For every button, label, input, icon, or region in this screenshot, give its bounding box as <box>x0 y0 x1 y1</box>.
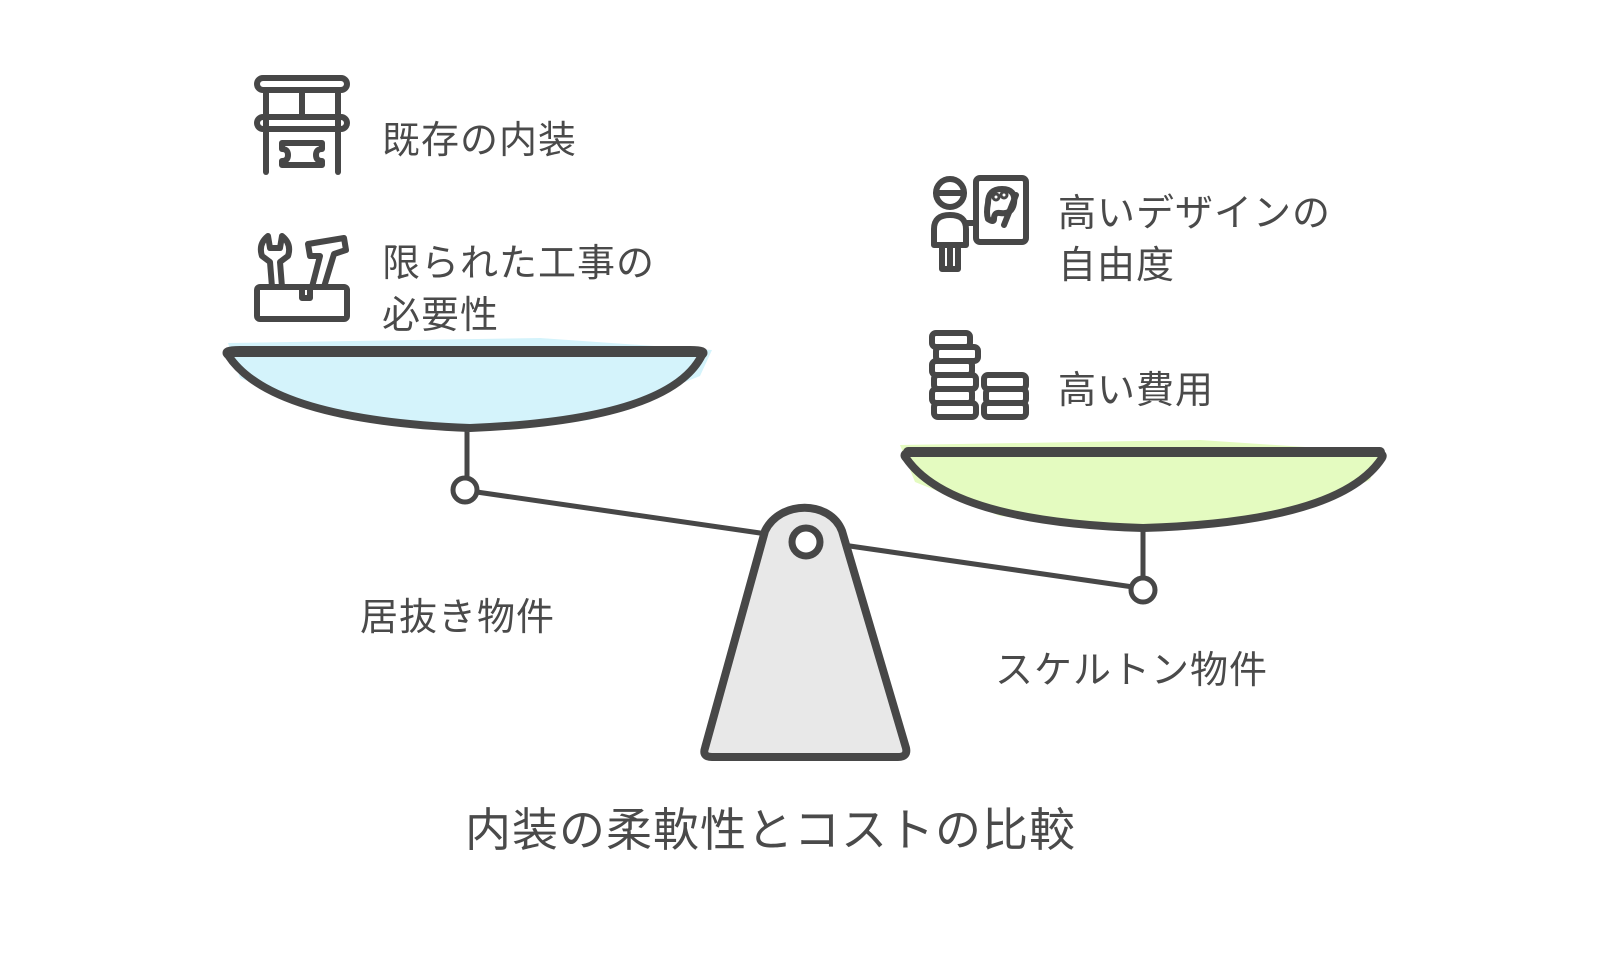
left-pan-joint <box>450 475 480 505</box>
fulcrum <box>700 503 911 761</box>
building-icon <box>254 75 350 175</box>
right-pan-fill <box>900 440 1380 528</box>
left-pan-label: 居抜き物件 <box>360 595 556 639</box>
right-pan-joint <box>1128 575 1158 605</box>
left-pan-fill <box>228 338 712 432</box>
diagram-title: 内装の柔軟性とコストの比較 <box>465 803 1076 857</box>
left-item-existing-interior: 既存の内装 <box>382 118 578 162</box>
designer-easel-icon <box>930 175 1030 275</box>
left-item-limited-work-line2: 必要性 <box>382 293 500 337</box>
coin-stack-icon <box>928 330 1032 424</box>
fulcrum-pivot <box>788 524 824 560</box>
right-item-design-freedom-line2: 自由度 <box>1058 243 1176 287</box>
left-item-limited-work-line1: 限られた工事の <box>382 241 656 285</box>
right-pan-label: スケルトン物件 <box>995 648 1269 692</box>
right-item-high-cost: 高い費用 <box>1058 368 1215 412</box>
right-item-design-freedom-line1: 高いデザインの <box>1058 191 1332 235</box>
toolbox-icon <box>254 232 350 322</box>
